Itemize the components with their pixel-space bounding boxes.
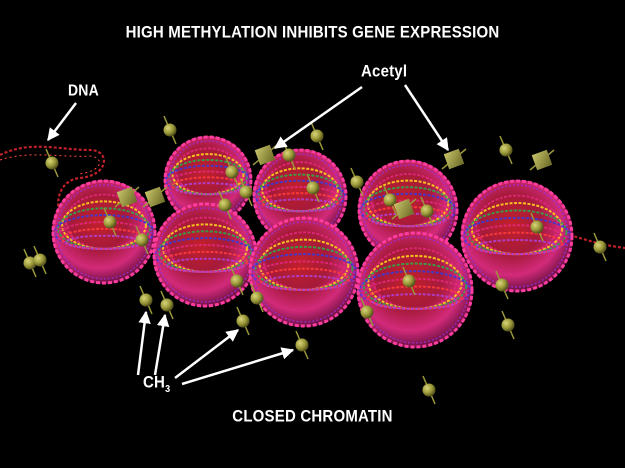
methyl-group-ch3 <box>383 185 397 215</box>
arrow-acetyl <box>403 84 450 152</box>
nucleosome <box>248 216 360 328</box>
methyl-group-ch3 <box>135 225 149 255</box>
nucleosome <box>51 179 157 285</box>
methyl-group-ch3 <box>402 266 416 296</box>
methyl-group-ch3 <box>593 232 607 262</box>
methyl-group-ch3 <box>306 173 320 203</box>
nucleosome-group <box>51 135 574 349</box>
diagram-title: HIGH METHYLATION INHIBITS GENE EXPRESSIO… <box>125 22 500 43</box>
methyl-group-ch3 <box>501 310 515 340</box>
acetyl-group <box>441 148 467 170</box>
methyl-group-ch3 <box>250 283 264 313</box>
methyl-label-main: CH <box>143 372 166 392</box>
methyl-group-ch3 <box>239 177 253 207</box>
arrow-ch3 <box>174 329 239 379</box>
acetyl-group <box>114 186 140 208</box>
methyl-group-ch3 <box>422 375 436 405</box>
methyl-group-ch3 <box>33 245 47 275</box>
methyl-group-ch3 <box>530 212 544 242</box>
acetyl-group <box>252 144 278 166</box>
acetyl-label: Acetyl <box>361 61 408 82</box>
nucleosome <box>356 231 474 349</box>
acetyl-group <box>391 198 417 220</box>
arrow-ch3 <box>153 313 170 376</box>
diagram-caption: CLOSED CHROMATIN <box>232 406 393 427</box>
dna-label: DNA <box>68 81 99 99</box>
methyl-group-ch3 <box>310 121 324 151</box>
methyl-group-ch3 <box>295 330 309 360</box>
methyl-group-ch3 <box>225 157 239 187</box>
methyl-group-ch3 <box>420 196 434 226</box>
methyl-label-subscript: 3 <box>165 382 171 395</box>
methyl-label: CH3 <box>143 373 170 394</box>
arrow-ch3 <box>181 347 295 386</box>
methyl-group-ch3 <box>45 148 59 178</box>
methyl-group-ch3 <box>160 290 174 320</box>
methyl-group-ch3 <box>495 270 509 300</box>
acetyl-group <box>142 186 168 208</box>
acetyl-group <box>529 149 555 171</box>
nucleosome <box>252 148 348 244</box>
label-arrows <box>47 84 450 386</box>
methyl-group-ch3 <box>360 297 374 327</box>
methyl-group-ch3 <box>230 266 244 296</box>
methyl-group-ch3 <box>350 167 364 197</box>
arrow-acetyl <box>273 85 363 150</box>
methyl-group-ch3 <box>23 248 37 278</box>
methyl-group-ch3 <box>103 207 117 237</box>
arrow-dna <box>47 102 77 141</box>
arrow-ch3 <box>136 310 151 376</box>
methyl-group-ch3 <box>218 190 232 220</box>
chemical-groups <box>23 115 607 405</box>
nucleosome <box>460 179 574 293</box>
methyl-group-ch3 <box>139 285 153 315</box>
methyl-group-ch3 <box>163 115 177 145</box>
methyl-group-ch3 <box>499 135 513 165</box>
methyl-group-ch3 <box>236 306 250 336</box>
